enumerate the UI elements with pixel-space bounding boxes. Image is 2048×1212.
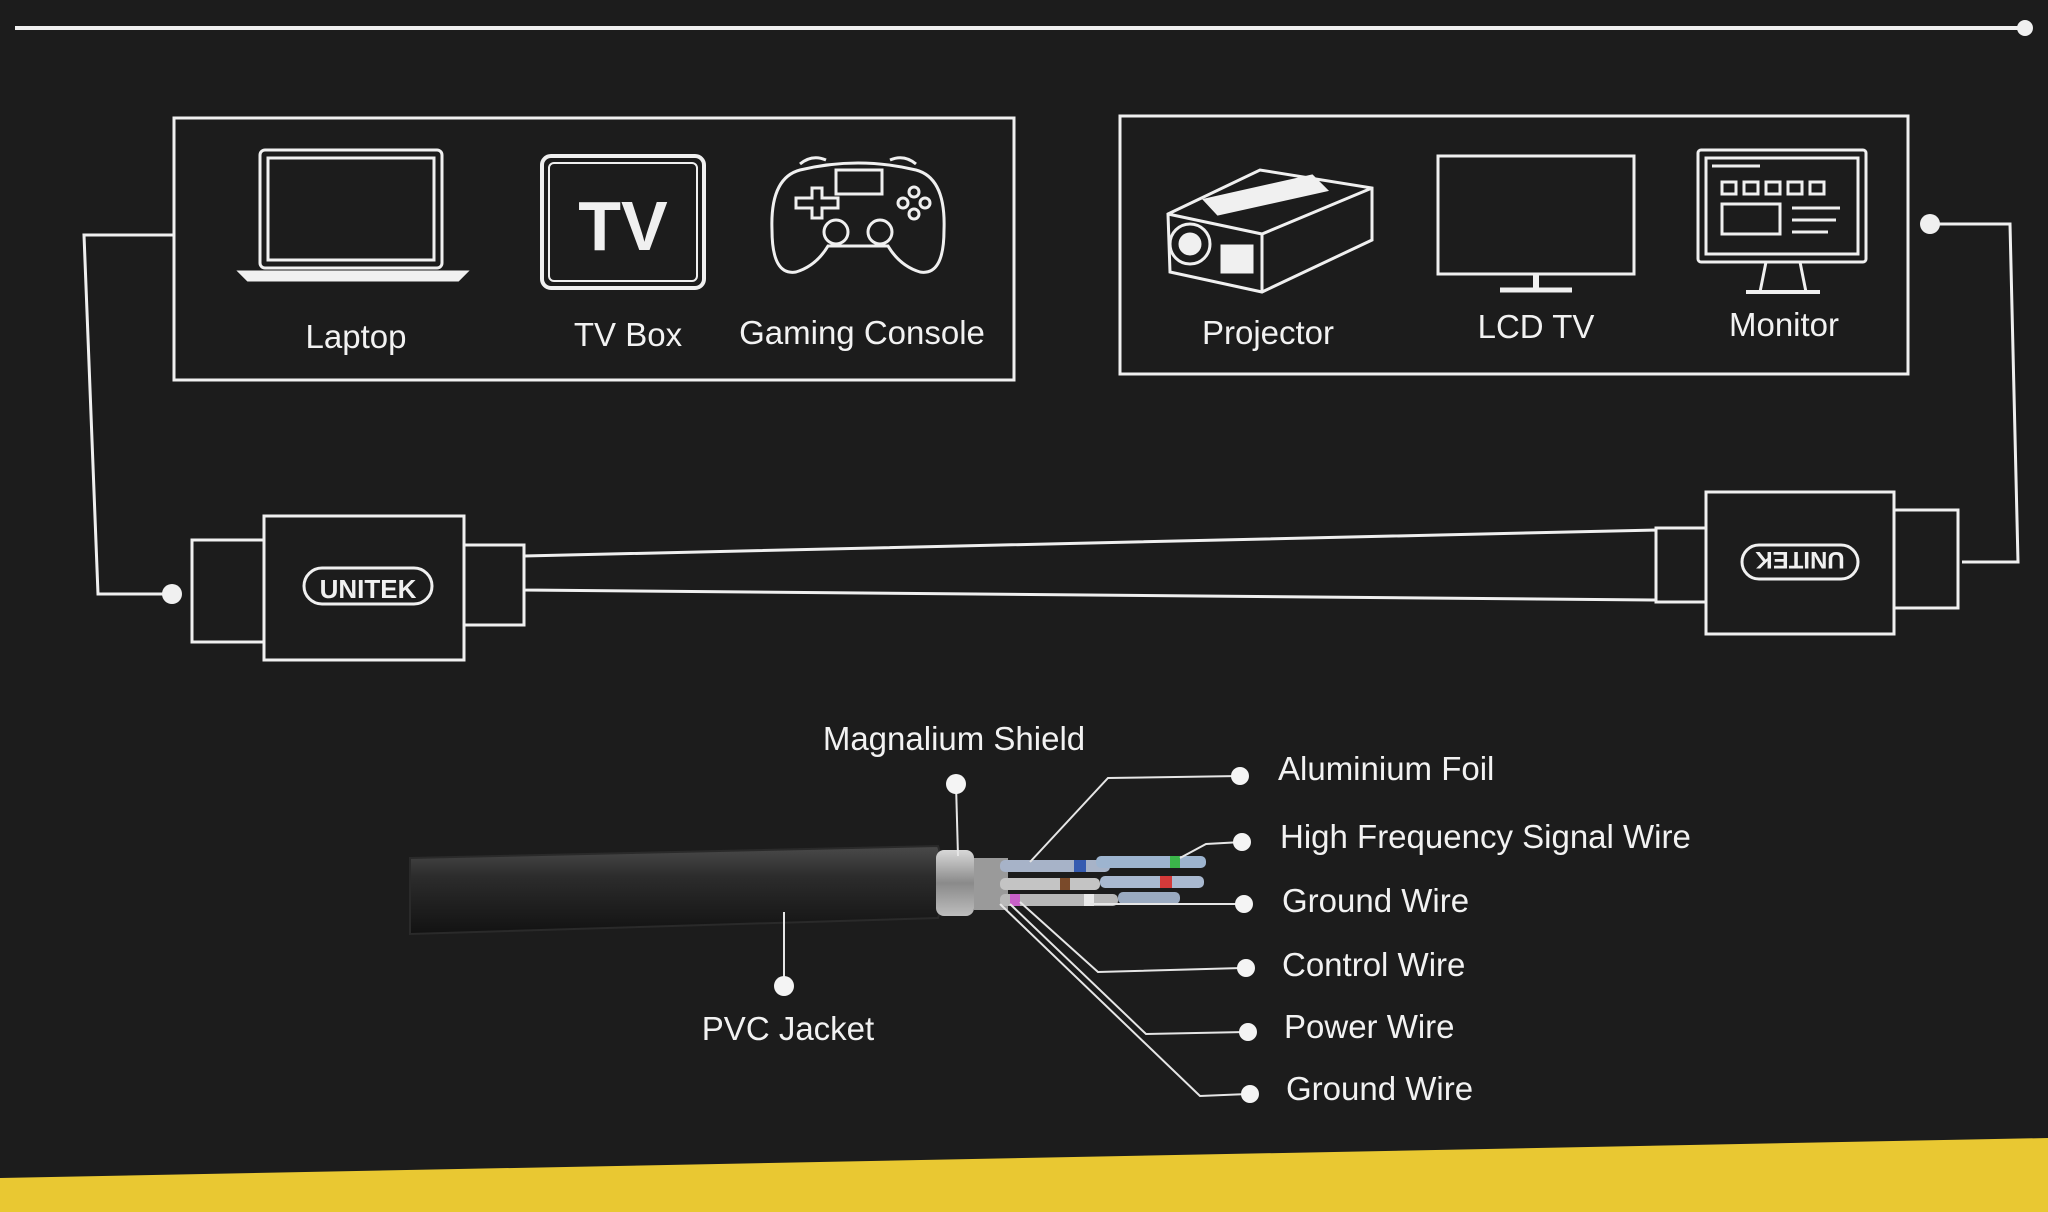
- label-magnalium-shield: Magnalium Shield: [822, 720, 1086, 757]
- device-label-laptop: Laptop: [305, 318, 407, 355]
- source-devices-box: [172, 116, 1016, 382]
- device-label-tv-box: TV Box: [573, 316, 683, 353]
- projector-icon: [1166, 168, 1374, 294]
- left-brand-text: UNITEK: [320, 574, 417, 604]
- gamepad-icon: [770, 156, 946, 274]
- tv-box-icon: TV: [540, 154, 706, 290]
- accent-strip: [0, 1138, 2048, 1212]
- device-label-lcd-tv: LCD TV: [1477, 308, 1595, 345]
- left-plug-logo: UNITEK: [302, 566, 434, 606]
- left-connection-line: [82, 233, 174, 596]
- label-control-wire: Control Wire: [1282, 946, 1466, 983]
- label-ground-wire-1: Ground Wire: [1282, 882, 1470, 919]
- device-label-projector: Projector: [1201, 314, 1335, 351]
- inner-wires: [1000, 856, 1206, 906]
- label-high-frequency-signal-wire: High Frequency Signal Wire: [1280, 818, 1691, 855]
- braid-shield: [936, 850, 974, 916]
- callout-dots: [774, 767, 1259, 1103]
- tv-box-glyph: TV: [578, 187, 668, 265]
- right-brand-text: UNITEK: [1755, 546, 1845, 573]
- device-label-monitor: Monitor: [1728, 306, 1840, 343]
- device-label-gaming-console: Gaming Console: [739, 314, 985, 351]
- right-plug-logo: UNITEK: [1740, 543, 1860, 581]
- label-pvc-jacket: PVC Jacket: [701, 1010, 875, 1047]
- display-devices-box: [1118, 114, 1910, 376]
- callout-lines: [783, 775, 1249, 1098]
- cable-cross-section: [409, 844, 1206, 936]
- right-connection-line: [1930, 222, 2020, 564]
- pvc-jacket: [409, 844, 945, 936]
- top-rule-dot: [2017, 20, 2033, 36]
- label-ground-wire-2: Ground Wire: [1286, 1070, 1474, 1107]
- laptop-icon: [236, 148, 470, 282]
- right-connection-dot: [1920, 214, 1940, 234]
- label-aluminium-foil: Aluminium Foil: [1278, 750, 1495, 787]
- monitor-icon: [1696, 148, 1868, 294]
- label-power-wire: Power Wire: [1284, 1008, 1455, 1045]
- left-connection-dot: [162, 584, 182, 604]
- hdmi-cable: [190, 490, 1960, 662]
- lcd-tv-icon: [1436, 154, 1636, 293]
